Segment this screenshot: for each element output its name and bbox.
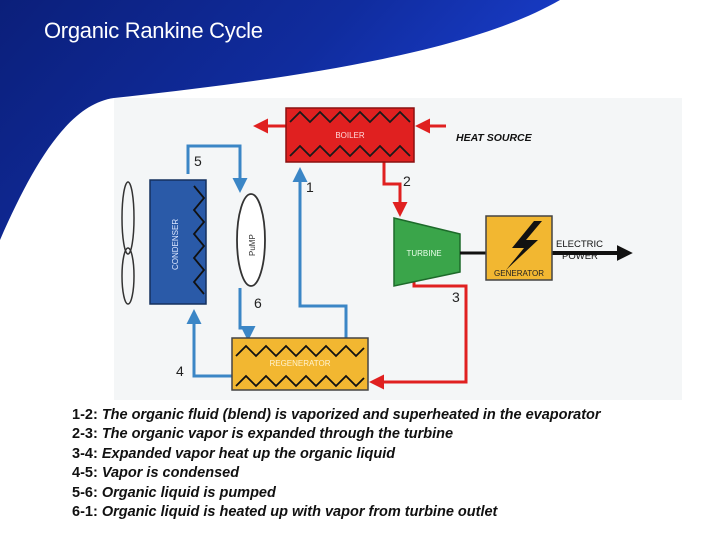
boiler-coil-top <box>289 110 411 124</box>
note-step: 2-3: <box>72 426 98 443</box>
flow-5-line <box>186 144 248 193</box>
state-point-labels: 1 2 3 4 5 6 <box>176 153 460 379</box>
flow-6-line <box>238 288 256 341</box>
note-text: Organic liquid is pumped <box>101 484 276 501</box>
state-point-6: 6 <box>254 295 262 311</box>
note-row: 4-5: Vapor is condensed <box>72 464 712 483</box>
note-row: 6-1: Organic liquid is heated up with va… <box>72 503 712 522</box>
note-text: Organic liquid is heated up with vapor f… <box>101 504 498 521</box>
note-row: 2-3: The organic vapor is expanded throu… <box>72 425 712 444</box>
electric-label: ELECTRIC <box>556 239 603 250</box>
flow-1-line <box>292 167 348 338</box>
regenerator-label: REGENERATOR <box>269 359 330 368</box>
process-notes: 1-2: The organic fluid (blend) is vapori… <box>72 406 712 522</box>
pump: PuMP <box>236 193 266 287</box>
note-row: 3-4: Expanded vapor heat up the organic … <box>72 445 712 464</box>
heat-source-label: HEAT SOURCE <box>456 132 533 144</box>
condenser: CONDENSER <box>149 179 207 305</box>
boiler: BOILER <box>285 107 415 163</box>
regenerator-coil-top <box>235 344 365 358</box>
flow-2-line <box>382 162 408 217</box>
turbine-label: TURBINE <box>406 249 441 258</box>
note-step: 4-5: <box>72 465 98 482</box>
fan-icon <box>121 181 135 305</box>
cold-flow-lines <box>186 144 348 378</box>
note-text: The organic vapor is expanded through th… <box>101 426 454 443</box>
flow-4-line <box>186 309 232 378</box>
generator-label: GENERATOR <box>494 269 544 278</box>
note-row: 5-6: Organic liquid is pumped <box>72 484 712 503</box>
note-step: 6-1: <box>72 504 98 521</box>
note-step: 1-2: <box>72 407 98 423</box>
generator: GENERATOR <box>485 215 553 281</box>
pump-label: PuMP <box>248 234 257 256</box>
note-text: Expanded vapor heat up the organic liqui… <box>101 445 396 462</box>
state-point-3: 3 <box>452 289 460 305</box>
orc-diagram-svg: BOILER HEAT SOURCE TURBINE GENERATOR ELE… <box>121 107 633 391</box>
regenerator-coil-bottom <box>235 374 365 388</box>
note-step: 5-6: <box>72 484 98 501</box>
state-point-1: 1 <box>306 179 314 195</box>
note-text: The organic fluid (blend) is vaporized a… <box>101 407 601 423</box>
lightning-icon <box>506 221 542 270</box>
turbine: TURBINE <box>393 217 461 287</box>
regenerator: REGENERATOR <box>231 337 369 391</box>
power-label: POWER <box>562 251 598 262</box>
note-row: 1-2: The organic fluid (blend) is vapori… <box>72 406 712 425</box>
boiler-label: BOILER <box>335 131 365 140</box>
condenser-label: CONDENSER <box>171 219 180 270</box>
orc-diagram: BOILER HEAT SOURCE TURBINE GENERATOR ELE… <box>114 98 682 400</box>
slide-title: Organic Rankine Cycle <box>44 18 263 43</box>
condenser-coil <box>192 185 206 295</box>
note-text: Vapor is condensed <box>101 465 240 482</box>
state-point-2: 2 <box>403 173 411 189</box>
background-swoosh <box>0 0 560 240</box>
boiler-coil-bottom <box>289 144 411 158</box>
state-point-4: 4 <box>176 363 184 379</box>
note-step: 3-4: <box>72 445 98 462</box>
state-point-5: 5 <box>194 153 202 169</box>
